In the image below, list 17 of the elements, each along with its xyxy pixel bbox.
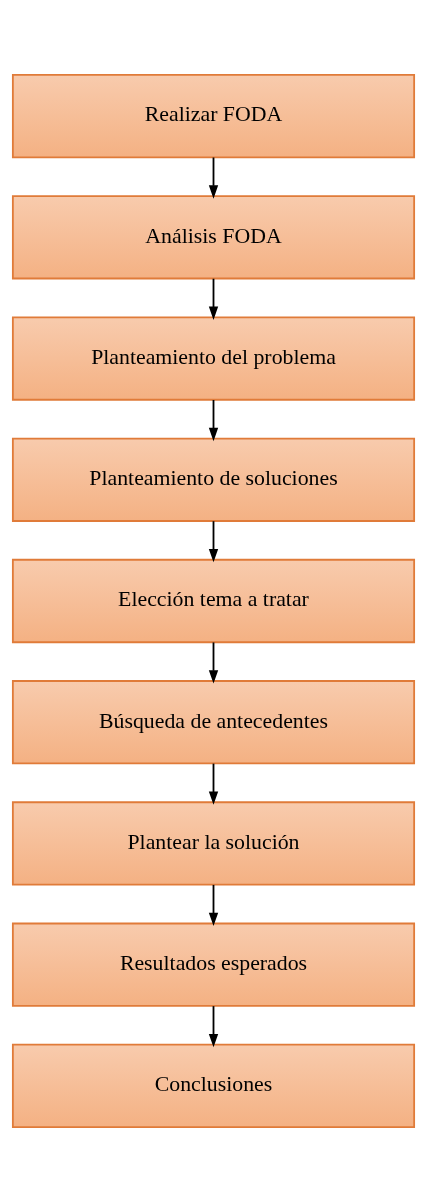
node-box: Realizar FODA xyxy=(11,73,416,159)
arrow xyxy=(208,762,219,805)
arrow xyxy=(208,641,219,684)
arrow xyxy=(208,156,219,199)
node-box: Planteamiento del problema xyxy=(11,316,416,401)
node-box: Análisis FODA xyxy=(11,195,416,280)
node-box: Conclusiones xyxy=(11,1043,416,1129)
arrow xyxy=(208,520,219,563)
arrow xyxy=(208,884,219,927)
node-box: Planteamiento de soluciones xyxy=(11,437,416,522)
node-box: Resultados esperados xyxy=(11,922,416,1007)
node-box: Plantear la solución xyxy=(11,801,416,886)
node-box: Búsqueda de antecedentes xyxy=(11,680,416,765)
node-box: Elección tema a tratar xyxy=(11,558,416,644)
arrow xyxy=(208,277,219,320)
arrow xyxy=(208,399,219,442)
arrow xyxy=(208,1005,219,1048)
